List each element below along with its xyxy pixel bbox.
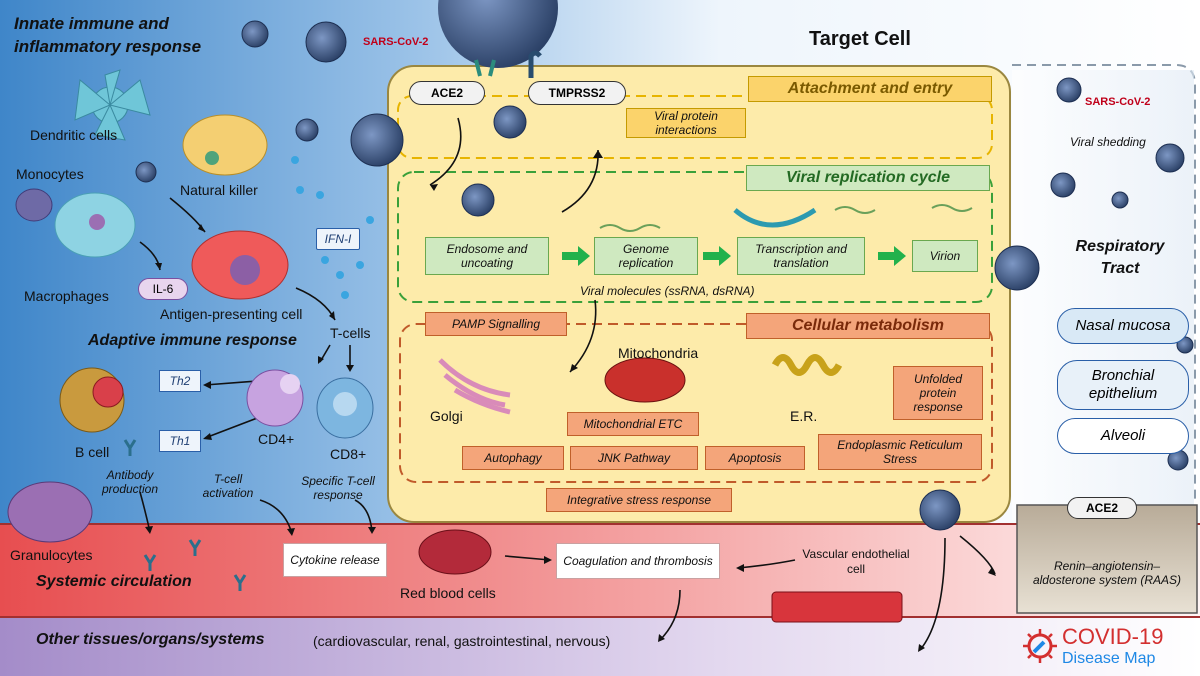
virus-icon [919,489,961,531]
unfolded-box: Unfolded protein response [893,366,983,420]
vascular-endothelial-icon [771,591,903,623]
other-tissues-list: (cardiovascular, renal, gastrointestinal… [313,633,611,649]
virus-icon [295,118,319,142]
systemic-header: Systemic circulation [36,573,192,590]
raas-box: Renin–angiotensin–aldosterone system (RA… [1032,559,1182,587]
respiratory-header: Respiratory Tract [1075,238,1165,277]
cytokine-box: Cytokine release [283,543,387,577]
er-stress-box: Endoplasmic Reticulum Stress [818,434,982,470]
natural-killer-label: Natural killer [180,182,258,198]
antibody-production-label: Antibody production [101,468,159,496]
viral-shedding-label: Viral shedding [1070,135,1146,149]
other-header: Other tissues/organs/systems [36,631,265,648]
natural-killer-icon [182,114,268,176]
cd4-label: CD4+ [258,431,295,447]
replication-section-header: Viral replication cycle [746,165,990,191]
logo-line1: COVID-19 [1062,624,1164,649]
innate-header: Innate immune and inflammatory response [14,14,202,56]
il6-tag: IL-6 [138,278,188,300]
attachment-section-header: Attachment and entry [748,76,992,102]
tissue-bronchial-epithelium: Bronchial epithelium [1057,360,1189,410]
b-cell-label: B cell [75,444,110,460]
genome-box: Genome replication [594,237,698,275]
tissue-alveoli: Alveoli [1057,418,1189,454]
mitochondria-icon [604,357,686,403]
transcription-box: Transcription and translation [737,237,865,275]
viral-protein-box: Viral protein interactions [626,108,746,138]
monocyte-icon [15,188,53,222]
tcell-activation-label: T-cell activation [202,472,254,500]
tmprss2-receptor-tag: TMPRSS2 [528,81,626,105]
virus-icon [1155,143,1185,173]
er-label: E.R. [790,408,818,424]
apoptosis-box: Apoptosis [705,446,805,470]
granulocyte-icon [7,481,93,543]
metabolism-section-header: Cellular metabolism [746,313,990,339]
adaptive-header: Adaptive immune response [88,332,297,349]
sars-cov-2-label-right: SARS-CoV-2 [1085,96,1151,108]
cd8-label: CD8+ [330,446,367,462]
endosome-box: Endosome and uncoating [425,237,549,275]
virus-icon [1050,172,1076,198]
mito-etc-box: Mitochondrial ETC [567,412,699,436]
th1-tag: Th1 [159,430,201,452]
virus-icon [461,183,495,217]
antibody-icon [123,439,247,591]
logo-line2: Disease Map [1062,650,1156,667]
virus-icon [994,245,1040,291]
red-blood-cell-icon [418,529,492,575]
virus-icon [1111,191,1129,209]
dendritic-cell-icon [74,69,151,141]
virus-icon [493,105,527,139]
t-cells-label: T-cells [330,325,371,341]
autophagy-box: Autophagy [462,446,564,470]
jnk-box: JNK Pathway [570,446,698,470]
coagulation-box: Coagulation and thrombosis [556,543,720,579]
granulocytes-label: Granulocytes [10,547,93,563]
apc-label: Antigen-presenting cell [160,306,303,322]
virus-icon [1056,77,1082,103]
specific-tcell-label: Specific T-cell response [301,474,375,502]
virus-icon [305,21,347,63]
viral-molecules-label: Viral molecules (ssRNA, dsRNA) [580,284,755,298]
golgi-label: Golgi [430,408,463,424]
virion-box: Virion [912,240,978,272]
virus-icon [241,20,269,48]
monocytes-label: Monocytes [16,166,84,182]
red-blood-cells-label: Red blood cells [400,585,496,601]
golgi-icon [438,358,511,415]
macrophages-label: Macrophages [24,288,109,304]
ifn-tag: IFN-I [316,228,360,250]
tissue-nasal-mucosa: Nasal mucosa [1057,308,1189,344]
dendritic-cells-label: Dendritic cells [30,127,118,143]
mitochondria-label: Mitochondria [618,345,699,361]
er-icon [771,354,843,376]
th2-tag: Th2 [159,370,201,392]
vascular-cell-label: Vascular endothelial cell [802,547,910,576]
pamp-box: PAMP Signalling [425,312,567,336]
ace2-raas-tag: ACE2 [1067,497,1137,519]
covid-disease-map-logo: COVID-19 Disease Map [1018,622,1196,672]
target-cell-title: Target Cell [809,28,911,50]
virus-icon [350,113,404,167]
virus-logo-icon [1023,629,1057,663]
sars-cov-2-label-top: SARS-CoV-2 [363,36,429,48]
ace2-receptor-tag: ACE2 [409,81,485,105]
integrative-box: Integrative stress response [546,488,732,512]
virus-icon [135,161,157,183]
